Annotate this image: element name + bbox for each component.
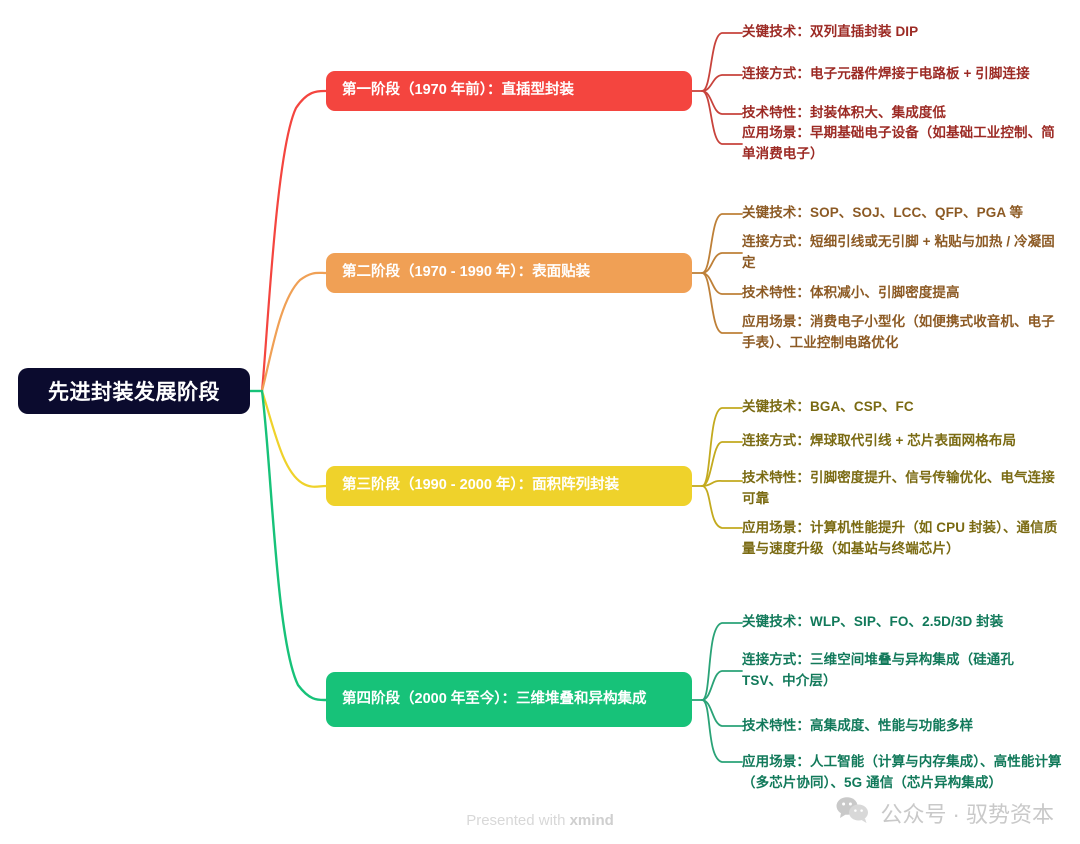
leaf-stage-2-key-technology[interactable]: 关键技术：SOP、SOJ、LCC、QFP、PGA 等 (742, 203, 1072, 224)
leaf-value: 短细引线或无引脚 + 粘贴与加热 / 冷凝固定 (742, 234, 1055, 270)
wechat-watermark-label: 公众号 · 驭势资本 (880, 802, 1054, 827)
leaf-stage-2-applications[interactable]: 应用场景：消费电子小型化（如便携式收音机、电子手表）、工业控制电路优化 (742, 312, 1064, 353)
leaf-stage-4-characteristics[interactable]: 技术特性：高集成度、性能与功能多样 (742, 716, 1072, 737)
leaf-value: 早期基础电子设备（如基础工业控制、简单消费电子） (742, 125, 1055, 161)
leaf-stage-1-applications[interactable]: 应用场景：早期基础电子设备（如基础工业控制、简单消费电子） (742, 123, 1062, 164)
leaf-value: 三维空间堆叠与异构集成（硅通孔 TSV、中介层） (742, 652, 1014, 688)
leaf-stage-3-connection[interactable]: 连接方式：焊球取代引线 + 芯片表面网格布局 (742, 431, 1072, 452)
leaf-key: 连接方式： (742, 652, 810, 667)
leaf-key: 应用场景： (742, 314, 810, 329)
leaf-key: 应用场景： (742, 520, 810, 535)
leaf-stage-4-connection[interactable]: 连接方式：三维空间堆叠与异构集成（硅通孔 TSV、中介层） (742, 650, 1056, 691)
leaf-stage-3-characteristics[interactable]: 技术特性：引脚密度提升、信号传输优化、电气连接可靠 (742, 468, 1064, 509)
leaf-value: 封装体积大、集成度低 (810, 105, 946, 120)
leaf-key: 连接方式： (742, 234, 810, 249)
leaf-stage-1-key-technology[interactable]: 关键技术：双列直插封装 DIP (742, 22, 1072, 43)
xmind-brand-label: xmind (569, 812, 614, 829)
leaf-value: 高集成度、性能与功能多样 (810, 718, 974, 733)
leaf-stage-2-connection[interactable]: 连接方式：短细引线或无引脚 + 粘贴与加热 / 冷凝固定 (742, 232, 1064, 273)
branch-node-label: 第一阶段（1970 年前）：直插型封装 (342, 82, 575, 99)
root-node-label: 先进封装发展阶段 (48, 381, 220, 404)
leaf-value: 引脚密度提升、信号传输优化、电气连接可靠 (742, 470, 1055, 506)
leaf-value: 体积减小、引脚密度提高 (810, 285, 960, 300)
leaf-value: BGA、CSP、FC (810, 399, 914, 414)
leaf-key: 技术特性： (742, 718, 810, 733)
wechat-watermark: 公众号 · 驭势资本 (836, 796, 1054, 830)
leaf-value: 消费电子小型化（如便携式收音机、电子手表）、工业控制电路优化 (742, 314, 1055, 350)
branch-node-stage-1[interactable]: 第一阶段（1970 年前）：直插型封装 (326, 71, 692, 111)
branch-node-stage-3[interactable]: 第三阶段（1990 - 2000 年）：面积阵列封装 (326, 466, 692, 506)
leaf-key: 技术特性： (742, 285, 810, 300)
leaf-value: 人工智能（计算与内存集成）、高性能计算（多芯片协同）、5G 通信（芯片异构集成） (742, 754, 1062, 790)
leaf-value: WLP、SIP、FO、2.5D/3D 封装 (810, 614, 1004, 629)
branch-node-label: 第二阶段（1970 - 1990 年）：表面贴装 (342, 264, 591, 281)
leaf-stage-2-characteristics[interactable]: 技术特性：体积减小、引脚密度提高 (742, 283, 1072, 304)
leaf-key: 连接方式： (742, 433, 810, 448)
leaf-key: 关键技术： (742, 614, 810, 629)
branch-node-label: 第四阶段（2000 年至今）：三维堆叠和异构集成 (342, 690, 647, 707)
leaf-value: SOP、SOJ、LCC、QFP、PGA 等 (810, 205, 1024, 220)
leaf-key: 关键技术： (742, 205, 810, 220)
leaf-stage-4-applications[interactable]: 应用场景：人工智能（计算与内存集成）、高性能计算（多芯片协同）、5G 通信（芯片… (742, 752, 1068, 793)
root-node[interactable]: 先进封装发展阶段 (18, 368, 250, 414)
leaf-key: 技术特性： (742, 470, 810, 485)
branch-node-stage-2[interactable]: 第二阶段（1970 - 1990 年）：表面贴装 (326, 253, 692, 293)
leaf-key: 连接方式： (742, 66, 810, 81)
footer-credit: Presented with xmind (0, 812, 1080, 829)
leaf-value: 焊球取代引线 + 芯片表面网格布局 (810, 433, 1017, 448)
leaf-stage-4-key-technology[interactable]: 关键技术：WLP、SIP、FO、2.5D/3D 封装 (742, 612, 1072, 633)
leaf-key: 关键技术： (742, 24, 810, 39)
leaf-key: 技术特性： (742, 105, 810, 120)
branch-node-stage-4[interactable]: 第四阶段（2000 年至今）：三维堆叠和异构集成 (326, 672, 692, 727)
leaf-value: 双列直插封装 DIP (810, 24, 919, 39)
leaf-value: 电子元器件焊接于电路板 + 引脚连接 (810, 66, 1030, 81)
leaf-stage-3-key-technology[interactable]: 关键技术：BGA、CSP、FC (742, 397, 1072, 418)
leaf-stage-1-connection[interactable]: 连接方式：电子元器件焊接于电路板 + 引脚连接 (742, 64, 1072, 85)
leaf-stage-1-characteristics[interactable]: 技术特性：封装体积大、集成度低 (742, 103, 1072, 124)
branch-node-label: 第三阶段（1990 - 2000 年）：面积阵列封装 (342, 477, 620, 494)
footer-credit-prefix: Presented with (466, 812, 570, 829)
leaf-key: 关键技术： (742, 399, 810, 414)
leaf-key: 应用场景： (742, 754, 810, 769)
leaf-key: 应用场景： (742, 125, 810, 140)
leaf-value: 计算机性能提升（如 CPU 封装）、通信质量与速度升级（如基站与终端芯片） (742, 520, 1058, 556)
leaf-stage-3-applications[interactable]: 应用场景：计算机性能提升（如 CPU 封装）、通信质量与速度升级（如基站与终端芯… (742, 518, 1064, 559)
wechat-icon (836, 796, 870, 830)
